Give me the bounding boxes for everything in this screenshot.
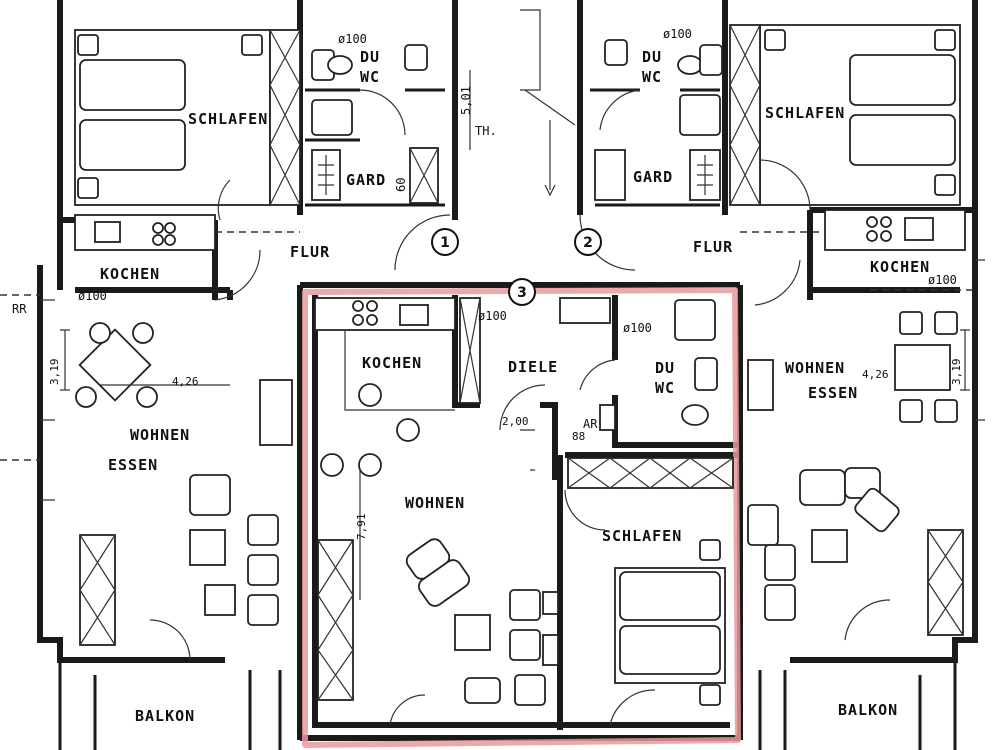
central-furniture xyxy=(314,297,734,726)
tl-du-label: DU xyxy=(360,48,380,66)
r-balkon-label: BALKON xyxy=(838,701,898,719)
tr-flur-label: FLUR xyxy=(693,238,733,256)
c-d100b-label: ø100 xyxy=(623,321,652,335)
c-diele-label: DIELE xyxy=(508,358,558,376)
left-balkon-label: BALKON xyxy=(135,707,195,725)
right-labels: KOCHEN ø100 WOHNEN ESSEN 4,26 3,19 BALKO… xyxy=(785,258,963,719)
r-wohnen-label: WOHNEN xyxy=(785,359,845,377)
left-dim-319: 3,19 xyxy=(48,359,61,386)
marker-1: 1 xyxy=(440,235,450,251)
r-dim-319: 3,19 xyxy=(950,359,963,386)
r-d100-label: ø100 xyxy=(928,273,957,287)
th-label: TH. xyxy=(475,124,497,138)
tl-schlafen-label: SCHLAFEN xyxy=(188,110,268,128)
c-d100a-label: ø100 xyxy=(478,309,507,323)
tl-wc-label: WC xyxy=(360,68,380,86)
tl-gard-label: GARD xyxy=(346,171,386,189)
c-88-label: 88 xyxy=(572,430,585,443)
tr-schlafen-label: SCHLAFEN xyxy=(765,104,845,122)
marker-3: 3 xyxy=(517,285,527,301)
tl-flur-label: FLUR xyxy=(290,243,330,261)
tr-du-label: DU xyxy=(642,48,662,66)
tl-60-label: 60 xyxy=(394,178,408,192)
left-kochen-label: KOCHEN xyxy=(100,265,160,283)
central-labels: KOCHEN ø100 DIELE ø100 DU WC AR 88 2,00 … xyxy=(355,309,682,545)
tr-d100-label: ø100 xyxy=(663,27,692,41)
right-furniture xyxy=(740,209,985,641)
left-d100-label: ø100 xyxy=(78,289,107,303)
left-essen-label: ESSEN xyxy=(108,456,158,474)
c-kochen-label: KOCHEN xyxy=(362,354,422,372)
c-schlafen-label: SCHLAFEN xyxy=(602,527,682,545)
rr-label: RR xyxy=(12,302,27,316)
tr-wc-label: WC xyxy=(642,68,662,86)
c-ar-label: AR xyxy=(583,417,598,431)
unit-highlight xyxy=(302,287,741,748)
c-du-label: DU xyxy=(655,359,675,377)
left-wohnen-label: WOHNEN xyxy=(130,426,190,444)
left-furniture xyxy=(0,214,300,661)
tl-furniture xyxy=(74,29,451,301)
c-wohnen-label: WOHNEN xyxy=(405,494,465,512)
c-200-label: 2,00 xyxy=(502,415,529,428)
tr-furniture xyxy=(469,9,961,306)
tl-labels: SCHLAFEN DU WC ø100 GARD 60 FLUR TH. 5,0… xyxy=(188,32,497,261)
left-labels: KOCHEN ø100 RR 3,19 4,26 WOHNEN ESSEN BA… xyxy=(12,265,199,725)
marker-2: 2 xyxy=(583,235,593,251)
r-dim-426: 4,26 xyxy=(862,368,889,381)
stair-markers: 1 2 3 xyxy=(431,228,602,306)
dim-501-label: 5,01 xyxy=(459,86,473,115)
c-wc-label: WC xyxy=(655,379,675,397)
c-dim-791: 7,91 xyxy=(355,514,368,541)
tr-labels: DU WC ø100 SCHLAFEN GARD FLUR xyxy=(633,27,845,256)
left-dim-426: 4,26 xyxy=(172,375,199,388)
r-kochen-label: KOCHEN xyxy=(870,258,930,276)
tr-gard-label: GARD xyxy=(633,168,673,186)
tl-d100-label: ø100 xyxy=(338,32,367,46)
r-essen-label: ESSEN xyxy=(808,384,858,402)
